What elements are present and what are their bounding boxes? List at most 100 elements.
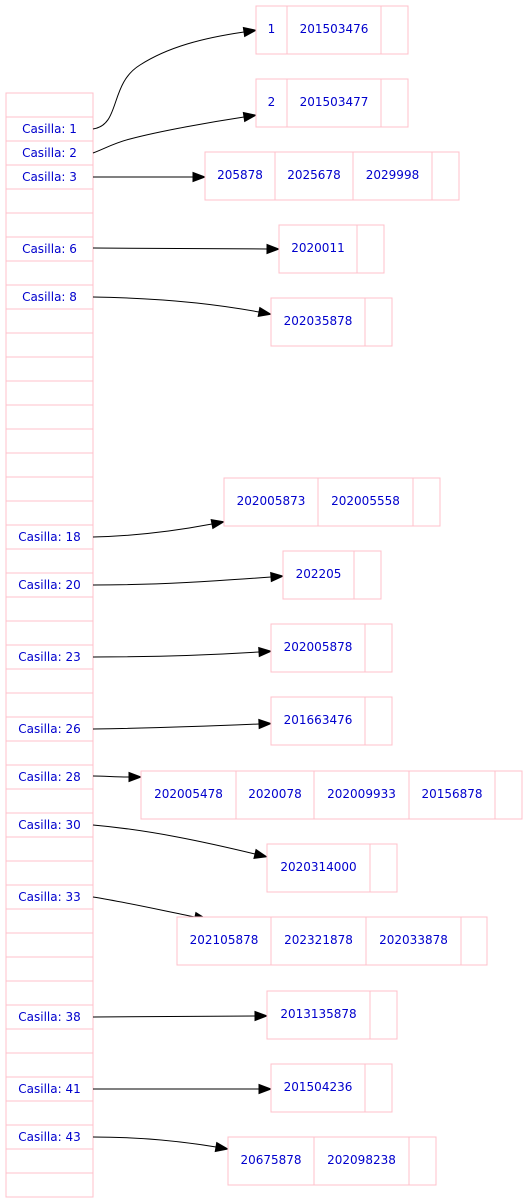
chain-list: 202205	[282, 550, 382, 600]
table-slot-cell	[5, 1172, 94, 1198]
table-slot: Casilla: 28	[5, 764, 94, 790]
table-slot-cell	[5, 260, 94, 286]
table-slot-cell	[5, 788, 94, 814]
table-slot-cell	[5, 548, 94, 574]
table-slot-cell	[5, 500, 94, 526]
table-slot-cell	[5, 476, 94, 502]
table-slot-cell	[5, 380, 94, 406]
list-node-value: 202005558	[331, 494, 400, 508]
list-node-cell	[266, 990, 371, 1040]
table-slot	[5, 1148, 94, 1174]
list-null-pointer-cell	[364, 297, 393, 347]
edge-line	[92, 824, 256, 855]
table-slot-label: Casilla: 33	[18, 890, 80, 904]
table-slot-cell	[5, 932, 94, 958]
list-null-pointer-cell	[408, 1136, 437, 1186]
table-slot-label: Casilla: 38	[18, 1010, 80, 1024]
table-slot	[5, 428, 94, 454]
table-slot-label: Casilla: 6	[22, 242, 77, 256]
list-node-value: 202205	[296, 567, 342, 581]
list-node-cell	[176, 916, 272, 966]
table-slot: Casilla: 30	[5, 812, 94, 838]
table-slot-label: Casilla: 3	[22, 170, 77, 184]
table-slot	[5, 908, 94, 934]
edge-line	[92, 523, 213, 538]
arrowhead	[214, 1141, 230, 1153]
edge-line	[92, 247, 268, 250]
edge-line	[92, 1015, 256, 1018]
pointer-edge	[93, 171, 207, 183]
pointer-edge	[92, 296, 273, 318]
arrowhead	[253, 848, 269, 859]
arrowhead	[128, 771, 143, 783]
table-slot-cell	[5, 140, 94, 166]
table-slot	[5, 212, 94, 238]
table-slot	[5, 1028, 94, 1054]
table-slot	[5, 500, 94, 526]
chain-list: 2020314000	[266, 843, 398, 893]
list-node-cell	[227, 1136, 315, 1186]
table-slot-cell	[5, 428, 94, 454]
table-slot: Casilla: 1	[5, 116, 94, 142]
edge-line	[92, 116, 245, 154]
table-slot: Casilla: 3	[5, 164, 94, 190]
list-node-cell	[235, 770, 315, 820]
table-slot-cell	[5, 1076, 94, 1102]
pointer-edge	[92, 26, 258, 130]
arrowhead	[270, 571, 285, 583]
pointer-edge	[92, 1010, 269, 1022]
table-slot-cell	[5, 668, 94, 694]
table-slot: Casilla: 2	[5, 140, 94, 166]
table-slot	[5, 356, 94, 382]
table-slot-cell	[5, 452, 94, 478]
pointer-edge	[92, 243, 281, 255]
table-slot	[5, 596, 94, 622]
arrowhead	[266, 243, 281, 255]
table-slot	[5, 740, 94, 766]
table-slot	[5, 860, 94, 886]
list-node-value: 202098238	[327, 1153, 396, 1167]
table-slot	[5, 1100, 94, 1126]
arrowhead	[258, 646, 273, 658]
table-slot: Casilla: 18	[5, 524, 94, 550]
pointer-edge	[92, 771, 143, 783]
list-node-value: 2020314000	[280, 860, 356, 874]
table-slot-cell	[5, 1148, 94, 1174]
table-slot-cell	[5, 644, 94, 670]
list-node-value: 201504236	[284, 1080, 353, 1094]
list-node-value: 20156878	[421, 787, 482, 801]
pointer-edge	[93, 1083, 273, 1095]
list-null-pointer-cell	[380, 78, 409, 128]
edge-line	[92, 576, 272, 586]
table-slot-cell	[5, 692, 94, 718]
table-slot: Casilla: 8	[5, 284, 94, 310]
list-node-cell	[255, 5, 288, 55]
arrowhead	[254, 1010, 269, 1022]
list-node-value: 2020011	[291, 241, 344, 255]
list-node-value: 202321878	[284, 933, 353, 947]
list-null-pointer-cell	[494, 770, 523, 820]
list-null-pointer-cell	[380, 5, 409, 55]
table-slot-cell	[5, 236, 94, 262]
list-null-pointer-cell	[364, 1063, 393, 1113]
table-slot	[5, 956, 94, 982]
table-slot-label: Casilla: 30	[18, 818, 80, 832]
list-node-cell	[270, 1063, 366, 1113]
chain-list: 202035878	[270, 297, 393, 347]
arrowhead	[210, 518, 226, 530]
list-node-value: 201663476	[284, 713, 353, 727]
table-slot-cell	[5, 404, 94, 430]
list-node-cell	[408, 770, 496, 820]
table-slot	[5, 332, 94, 358]
table-slot-cell	[5, 764, 94, 790]
arrowhead	[192, 171, 207, 183]
list-null-pointer-cell	[364, 696, 393, 746]
list-null-pointer-cell	[369, 990, 398, 1040]
table-slot-cell	[5, 308, 94, 334]
table-slot-cell	[5, 1028, 94, 1054]
